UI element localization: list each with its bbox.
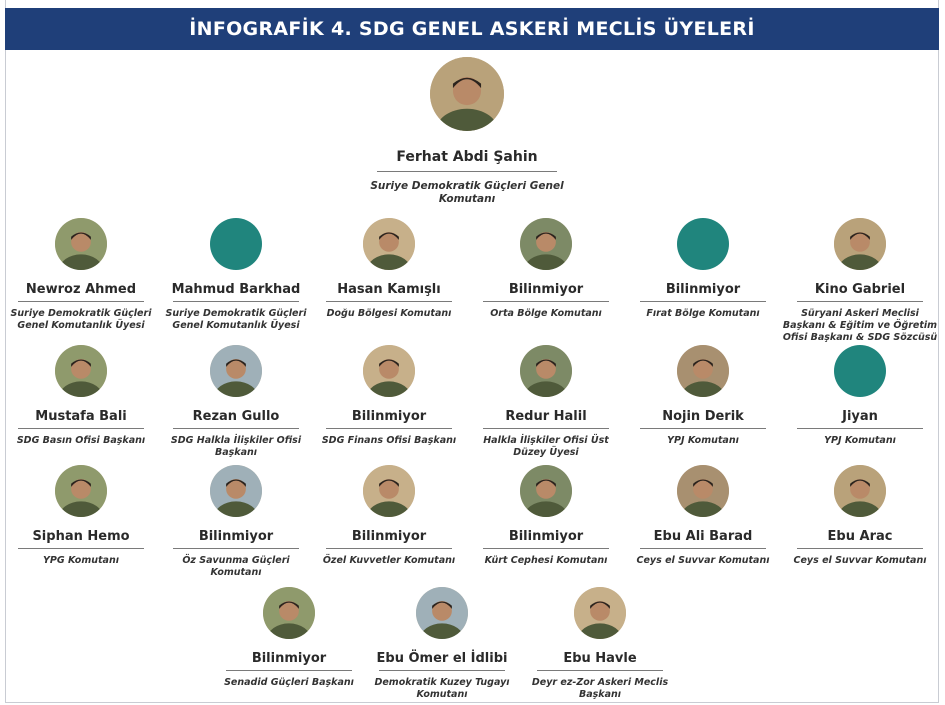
member-role: Orta Bölge Komutanı	[490, 308, 602, 319]
member-role: YPJ Komutanı	[667, 435, 739, 446]
member-name: Kino Gabriel	[814, 282, 906, 297]
member-role: SDG Finans Ofisi Başkanı	[321, 435, 457, 446]
member-role: Ceys el Suvvar Komutanı	[793, 555, 927, 566]
member-role: Kürt Cephesi Komutanı	[484, 555, 608, 566]
name-divider	[173, 548, 299, 549]
name-divider	[18, 428, 144, 429]
member-photo	[430, 57, 504, 131]
name-divider	[797, 428, 923, 429]
name-divider	[326, 428, 452, 429]
member-name: Bilinmiyor	[198, 529, 274, 544]
member-photo	[520, 345, 572, 397]
member-role: Suriye Demokratik Güçleri Genel Komutanl…	[165, 308, 307, 331]
member-name: Ebu Ömer el İdlibi	[376, 651, 508, 666]
member-role: Deyr ez-Zor Askeri Meclis Başkanı	[531, 677, 669, 700]
name-divider	[173, 301, 299, 302]
member-role: Özel Kuvvetler Komutanı	[322, 555, 456, 566]
name-divider	[483, 428, 609, 429]
member-photo	[210, 465, 262, 517]
member-photo	[55, 218, 107, 270]
member-name: Newroz Ahmed	[25, 282, 137, 297]
member-name: Hasan Kamışlı	[337, 282, 441, 297]
member-name: Jiyan	[842, 409, 878, 424]
name-divider	[797, 301, 923, 302]
member-name: Bilinmiyor	[508, 282, 584, 297]
name-divider	[640, 301, 766, 302]
member-photo-placeholder	[834, 345, 886, 397]
member-role: Fırat Bölge Komutanı	[646, 308, 760, 319]
name-divider	[537, 670, 663, 671]
member-photo	[55, 465, 107, 517]
member-name: Mahmud Barkhad	[171, 282, 301, 297]
member-name: Bilinmiyor	[251, 651, 327, 666]
member-name: Bilinmiyor	[508, 529, 584, 544]
name-divider	[18, 301, 144, 302]
member-role: Demokratik Kuzey Tugayı Komutanı	[374, 677, 510, 700]
member-role: YPJ Komutanı	[824, 435, 896, 446]
member-photo-placeholder	[210, 218, 262, 270]
name-divider	[377, 171, 557, 172]
member-photo	[363, 218, 415, 270]
name-divider	[483, 301, 609, 302]
member-name: Bilinmiyor	[351, 529, 427, 544]
member-role: Süryani Askeri Meclisi Başkanı & Eğitim …	[782, 308, 938, 343]
member-name: Ebu Arac	[827, 529, 893, 544]
name-divider	[797, 548, 923, 549]
member-name: Ferhat Abdi Şahin	[396, 149, 538, 165]
member-role: Halkla İlişkiler Ofisi Üst Düzey Üyesi	[483, 435, 609, 458]
member-role: Suriye Demokratik Güçleri Genel Komutanı	[370, 180, 564, 205]
member-photo-placeholder	[677, 218, 729, 270]
member-photo	[574, 587, 626, 639]
name-divider	[483, 548, 609, 549]
member-photo	[834, 465, 886, 517]
name-divider	[326, 548, 452, 549]
name-divider	[640, 548, 766, 549]
name-divider	[226, 670, 352, 671]
member-role: SDG Halkla İlişkiler Ofisi Başkanı	[170, 435, 302, 458]
member-name: Redur Halil	[505, 409, 587, 424]
member-photo	[834, 218, 886, 270]
member-name: Ebu Ali Barad	[653, 529, 753, 544]
member-photo	[520, 218, 572, 270]
member-name: Nojin Derik	[662, 409, 744, 424]
member-role: Senadid Güçleri Başkanı	[224, 677, 354, 688]
member-name: Mustafa Bali	[35, 409, 127, 424]
member-photo	[363, 345, 415, 397]
member-photo	[263, 587, 315, 639]
member-photo	[416, 587, 468, 639]
name-divider	[640, 428, 766, 429]
member-name: Siphan Hemo	[32, 529, 130, 544]
member-role: Doğu Bölgesi Komutanı	[326, 308, 452, 319]
name-divider	[18, 548, 144, 549]
member-photo	[55, 345, 107, 397]
member-role: Öz Savunma Güçleri Komutanı	[182, 555, 290, 578]
member-role: Ceys el Suvvar Komutanı	[636, 555, 770, 566]
member-photo	[363, 465, 415, 517]
name-divider	[326, 301, 452, 302]
member-name: Ebu Havle	[563, 651, 637, 666]
member-photo	[520, 465, 572, 517]
member-name: Rezan Gullo	[192, 409, 280, 424]
member-role: Suriye Demokratik Güçleri Genel Komutanl…	[10, 308, 152, 331]
member-name: Bilinmiyor	[665, 282, 741, 297]
member-role: YPG Komutanı	[43, 555, 119, 566]
member-photo	[677, 345, 729, 397]
infographic-title: İNFOGRAFİK 4. SDG GENEL ASKERİ MECLİS ÜY…	[5, 8, 939, 50]
member-role: SDG Basın Ofisi Başkanı	[16, 435, 146, 446]
name-divider	[379, 670, 505, 671]
member-photo	[677, 465, 729, 517]
member-name: Bilinmiyor	[351, 409, 427, 424]
member-photo	[210, 345, 262, 397]
name-divider	[173, 428, 299, 429]
infographic-frame	[5, 0, 939, 703]
